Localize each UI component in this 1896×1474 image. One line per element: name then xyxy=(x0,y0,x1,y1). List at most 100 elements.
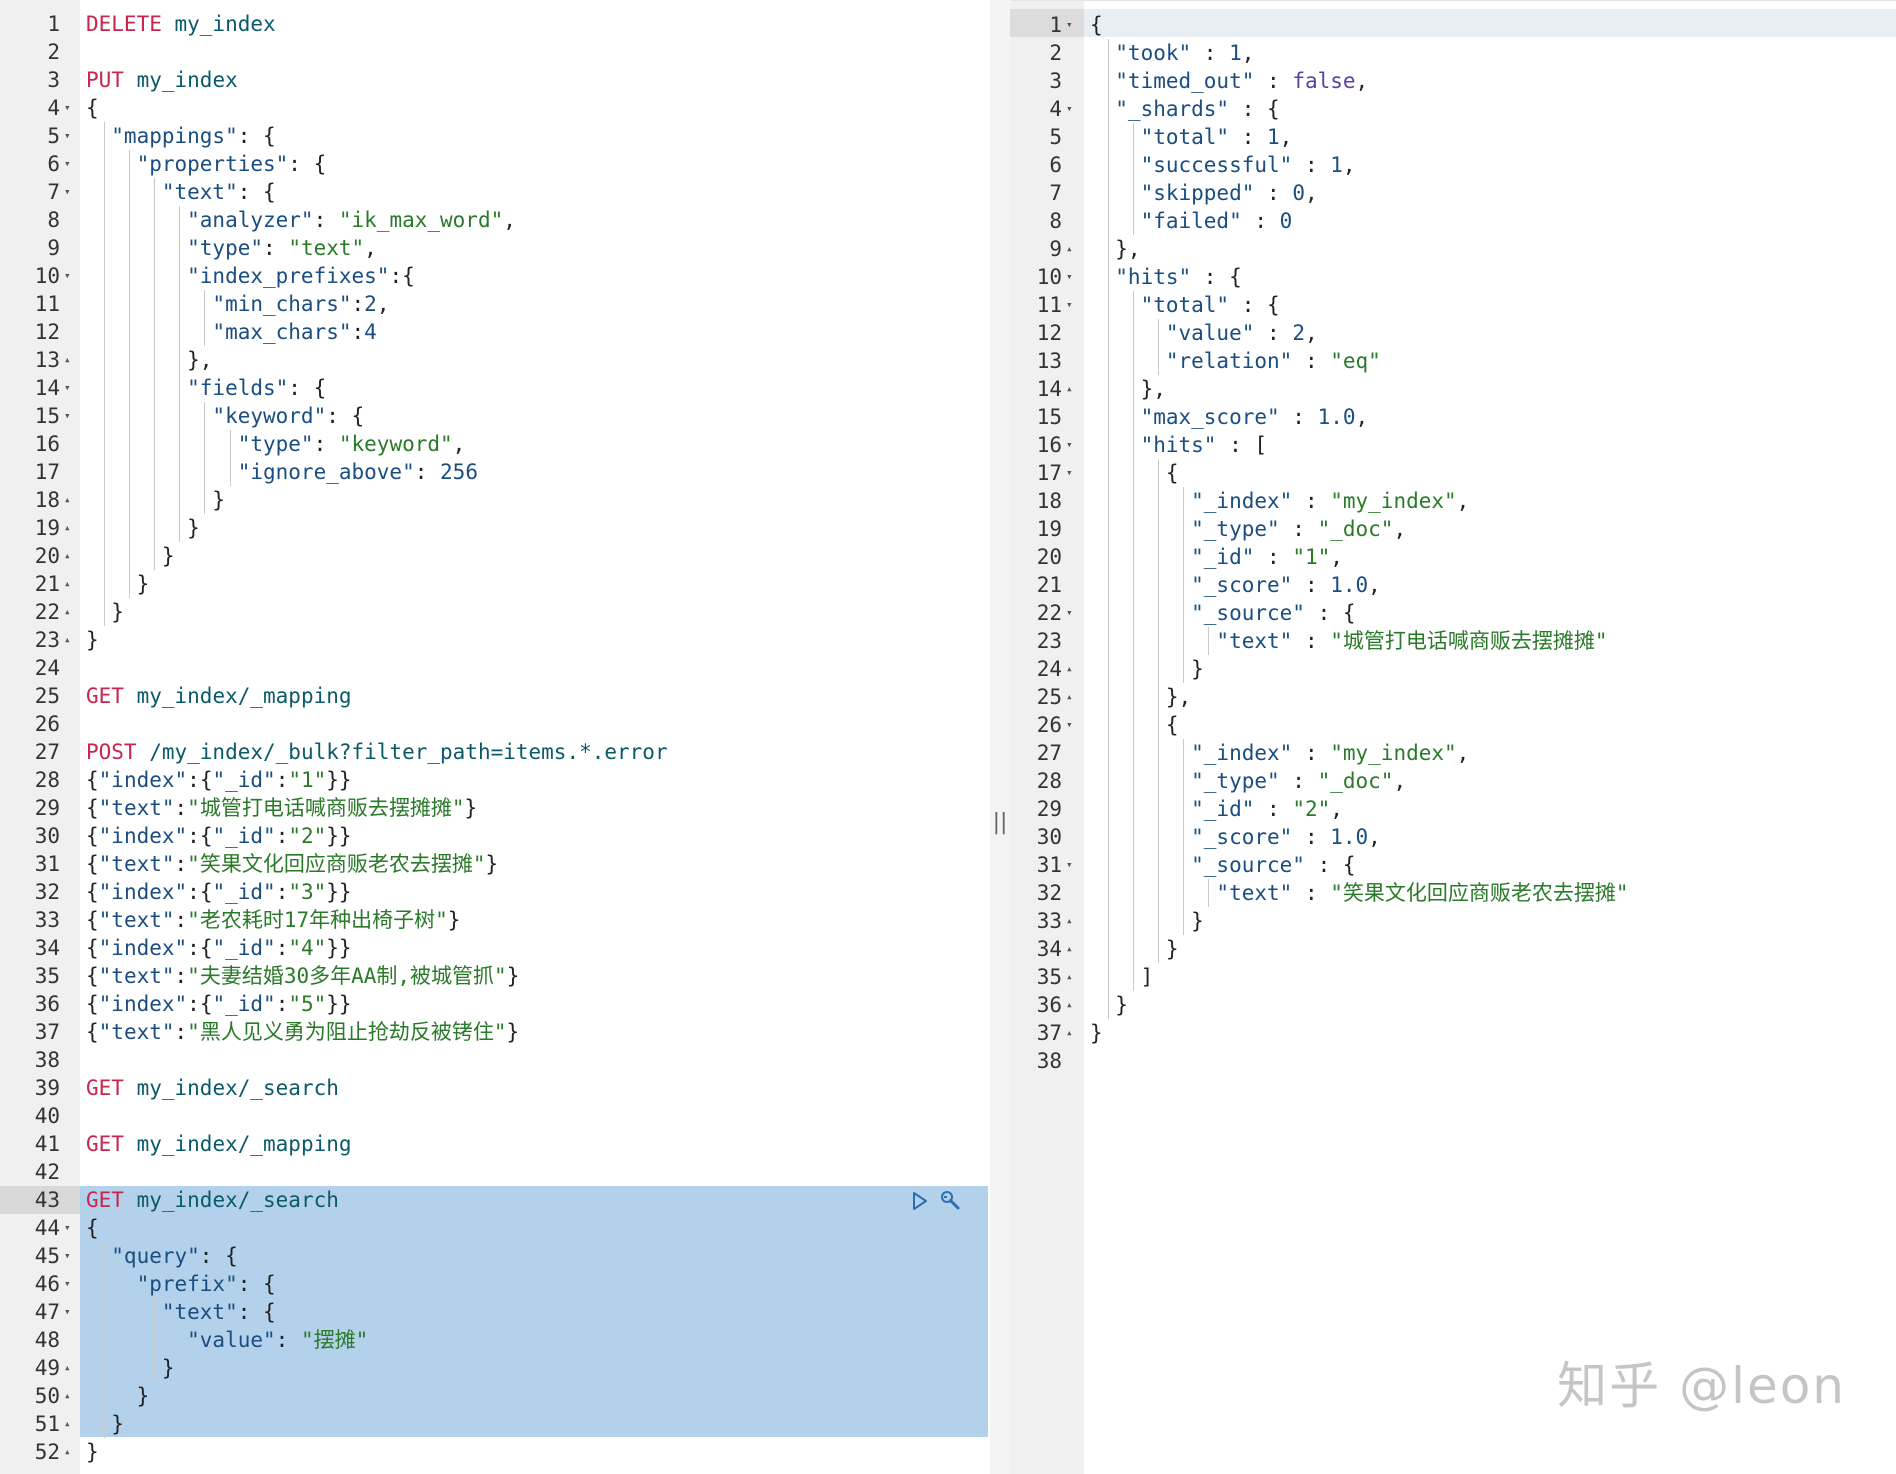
fold-end-icon[interactable]: ▴ xyxy=(1066,242,1073,255)
code-line[interactable]: 21 "_score" : 1.0, xyxy=(1010,571,1896,599)
code-line[interactable]: 20▴ } xyxy=(0,542,990,570)
code-line[interactable]: 16▾ "hits" : [ xyxy=(1010,431,1896,459)
play-icon[interactable] xyxy=(906,1188,932,1214)
fold-collapse-icon[interactable]: ▾ xyxy=(64,1221,71,1234)
fold-collapse-icon[interactable]: ▾ xyxy=(1066,18,1073,31)
code-line[interactable]: 37{"text":"黑人见义勇为阻止抢劫反被铐住"} xyxy=(0,1018,990,1046)
code-line[interactable]: 31▾ "_source" : { xyxy=(1010,851,1896,879)
code-line[interactable]: 37▴} xyxy=(1010,1019,1896,1047)
fold-end-icon[interactable]: ▴ xyxy=(64,1361,71,1374)
code-line[interactable]: 15 "max_score" : 1.0, xyxy=(1010,403,1896,431)
code-line[interactable]: 28{"index":{"_id":"1"}} xyxy=(0,766,990,794)
code-line[interactable]: 28 "_type" : "_doc", xyxy=(1010,767,1896,795)
code-line[interactable]: 45▾ "query": { xyxy=(0,1242,990,1270)
pane-resize-divider[interactable]: || xyxy=(990,0,1010,1474)
code-line[interactable]: 23 "text" : "城管打电话喊商贩去摆摊摊" xyxy=(1010,627,1896,655)
fold-end-icon[interactable]: ▴ xyxy=(64,605,71,618)
code-line[interactable]: 26 xyxy=(0,710,990,738)
fold-collapse-icon[interactable]: ▾ xyxy=(64,101,71,114)
fold-collapse-icon[interactable]: ▾ xyxy=(64,185,71,198)
fold-end-icon[interactable]: ▴ xyxy=(64,353,71,366)
fold-collapse-icon[interactable]: ▾ xyxy=(1066,298,1073,311)
fold-end-icon[interactable]: ▴ xyxy=(1066,942,1073,955)
code-line[interactable]: 24 xyxy=(0,654,990,682)
fold-collapse-icon[interactable]: ▾ xyxy=(64,269,71,282)
code-line[interactable]: 14▴ }, xyxy=(1010,375,1896,403)
code-line[interactable]: 18 "_index" : "my_index", xyxy=(1010,487,1896,515)
fold-end-icon[interactable]: ▴ xyxy=(1066,382,1073,395)
code-line[interactable]: 22▴ } xyxy=(0,598,990,626)
code-line[interactable]: 34▴ } xyxy=(1010,935,1896,963)
code-line[interactable]: 10▾ "hits" : { xyxy=(1010,263,1896,291)
code-line[interactable]: 3 "timed_out" : false, xyxy=(1010,67,1896,95)
code-line[interactable]: 47▾ "text": { xyxy=(0,1298,990,1326)
fold-collapse-icon[interactable]: ▾ xyxy=(1066,718,1073,731)
code-line[interactable]: 5▾ "mappings": { xyxy=(0,122,990,150)
code-line[interactable]: 11▾ "total" : { xyxy=(1010,291,1896,319)
code-line[interactable]: 20 "_id" : "1", xyxy=(1010,543,1896,571)
fold-end-icon[interactable]: ▴ xyxy=(64,1389,71,1402)
code-line[interactable]: 36{"index":{"_id":"5"}} xyxy=(0,990,990,1018)
fold-end-icon[interactable]: ▴ xyxy=(64,493,71,506)
code-line[interactable]: 49▴ } xyxy=(0,1354,990,1382)
fold-end-icon[interactable]: ▴ xyxy=(64,549,71,562)
code-line[interactable]: 2 "took" : 1, xyxy=(1010,39,1896,67)
code-line[interactable]: 13 "relation" : "eq" xyxy=(1010,347,1896,375)
response-viewer[interactable]: 1▾{2 "took" : 1,3 "timed_out" : false,4▾… xyxy=(1010,0,1896,1474)
fold-end-icon[interactable]: ▴ xyxy=(64,577,71,590)
code-line[interactable]: 2 xyxy=(0,38,990,66)
code-line[interactable]: 32{"index":{"_id":"3"}} xyxy=(0,878,990,906)
code-line[interactable]: 11 "min_chars":2, xyxy=(0,290,990,318)
code-line[interactable]: 17 "ignore_above": 256 xyxy=(0,458,990,486)
code-line[interactable]: 26▾ { xyxy=(1010,711,1896,739)
fold-end-icon[interactable]: ▴ xyxy=(64,1417,71,1430)
wrench-icon[interactable] xyxy=(938,1188,964,1214)
code-line[interactable]: 52▴} xyxy=(0,1438,990,1466)
code-line[interactable]: 30{"index":{"_id":"2"}} xyxy=(0,822,990,850)
fold-collapse-icon[interactable]: ▾ xyxy=(64,381,71,394)
code-line[interactable]: 4▾ "_shards" : { xyxy=(1010,95,1896,123)
code-line[interactable]: 31{"text":"笑果文化回应商贩老农去摆摊"} xyxy=(0,850,990,878)
code-line[interactable]: 6▾ "properties": { xyxy=(0,150,990,178)
fold-collapse-icon[interactable]: ▾ xyxy=(1066,606,1073,619)
fold-end-icon[interactable]: ▴ xyxy=(64,633,71,646)
code-line[interactable]: 17▾ { xyxy=(1010,459,1896,487)
code-line[interactable]: 29 "_id" : "2", xyxy=(1010,795,1896,823)
code-line[interactable]: 19▴ } xyxy=(0,514,990,542)
fold-collapse-icon[interactable]: ▾ xyxy=(1066,466,1073,479)
code-line[interactable]: 38 xyxy=(0,1046,990,1074)
code-line[interactable]: 18▴ } xyxy=(0,486,990,514)
code-line[interactable]: 7▾ "text": { xyxy=(0,178,990,206)
fold-collapse-icon[interactable]: ▾ xyxy=(1066,102,1073,115)
fold-end-icon[interactable]: ▴ xyxy=(64,521,71,534)
code-line[interactable]: 42 xyxy=(0,1158,990,1186)
code-line[interactable]: 34{"index":{"_id":"4"}} xyxy=(0,934,990,962)
code-line[interactable]: 40 xyxy=(0,1102,990,1130)
code-line[interactable]: 6 "successful" : 1, xyxy=(1010,151,1896,179)
fold-end-icon[interactable]: ▴ xyxy=(64,1445,71,1458)
fold-collapse-icon[interactable]: ▾ xyxy=(1066,270,1073,283)
code-line[interactable]: 33▴ } xyxy=(1010,907,1896,935)
fold-collapse-icon[interactable]: ▾ xyxy=(64,1305,71,1318)
code-line[interactable]: 38 xyxy=(1010,1047,1896,1075)
fold-collapse-icon[interactable]: ▾ xyxy=(64,1249,71,1262)
fold-end-icon[interactable]: ▴ xyxy=(1066,970,1073,983)
code-line[interactable]: 19 "_type" : "_doc", xyxy=(1010,515,1896,543)
fold-end-icon[interactable]: ▴ xyxy=(1066,662,1073,675)
code-line[interactable]: 27 "_index" : "my_index", xyxy=(1010,739,1896,767)
resize-handle[interactable]: || xyxy=(992,810,1008,835)
code-line[interactable]: 4▾{ xyxy=(0,94,990,122)
fold-collapse-icon[interactable]: ▾ xyxy=(64,129,71,142)
code-line[interactable]: 9 "type": "text", xyxy=(0,234,990,262)
fold-end-icon[interactable]: ▴ xyxy=(1066,690,1073,703)
code-line[interactable]: 8 "failed" : 0 xyxy=(1010,207,1896,235)
code-line[interactable]: 8 "analyzer": "ik_max_word", xyxy=(0,206,990,234)
